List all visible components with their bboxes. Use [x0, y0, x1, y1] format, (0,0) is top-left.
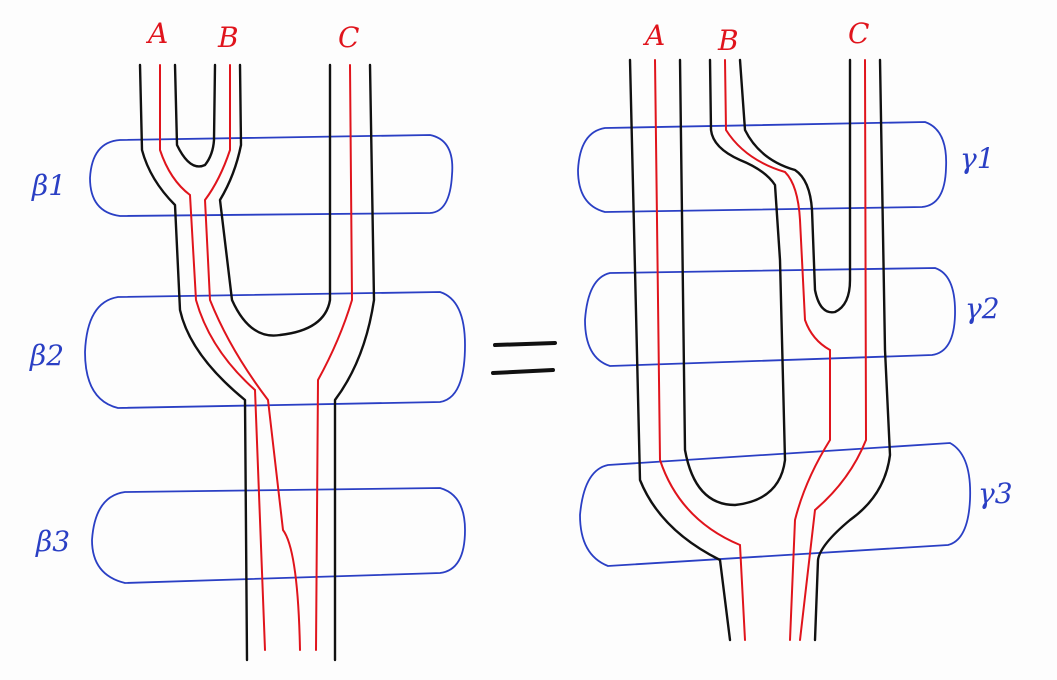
strand-c-left	[315, 64, 354, 651]
label-strand-c-left: C	[338, 21, 360, 54]
label-band-gamma3: γ3	[978, 477, 1013, 510]
band-beta2	[84, 291, 466, 409]
label-band-beta2: β2	[30, 339, 65, 372]
label-strand-a-left: A	[148, 17, 169, 50]
band-gamma1	[577, 121, 948, 213]
right-tubes	[628, 58, 892, 642]
strand-a-left	[159, 64, 266, 651]
right-outer-wall	[333, 63, 376, 662]
label-band-beta1: β1	[32, 169, 67, 202]
equals-sign-top	[493, 341, 557, 347]
label-strand-b-right: B	[718, 24, 739, 57]
label-band-gamma1: γ1	[960, 142, 995, 175]
right-bands	[577, 121, 972, 567]
label-band-gamma2: γ2	[965, 292, 1000, 325]
band-gamma3	[579, 442, 972, 567]
left-strands	[159, 64, 354, 651]
equals-sign-bottom	[491, 368, 555, 375]
a-b-cup	[678, 58, 787, 507]
ab-c-cup	[218, 63, 332, 337]
right-outer-left-wall	[628, 58, 732, 642]
left-bands	[84, 134, 466, 584]
band-beta1	[89, 134, 454, 217]
strand-c-right	[799, 59, 868, 641]
left-outer-wall	[138, 63, 249, 662]
band-beta3	[91, 487, 466, 584]
strand-b-left	[203, 64, 301, 651]
left-tubes	[138, 63, 376, 662]
right-outer-right-wall	[813, 58, 892, 642]
right-strands	[654, 59, 868, 641]
strand-a-right	[654, 59, 746, 641]
label-strand-c-right: C	[848, 17, 870, 50]
ab-inner-cup	[173, 63, 217, 168]
band-gamma2	[584, 267, 956, 367]
label-strand-b-left: B	[218, 21, 239, 54]
b-c-cup	[738, 58, 852, 314]
strand-b-right	[724, 59, 831, 641]
label-strand-a-right: A	[645, 19, 666, 52]
label-band-beta3: β3	[36, 525, 71, 558]
